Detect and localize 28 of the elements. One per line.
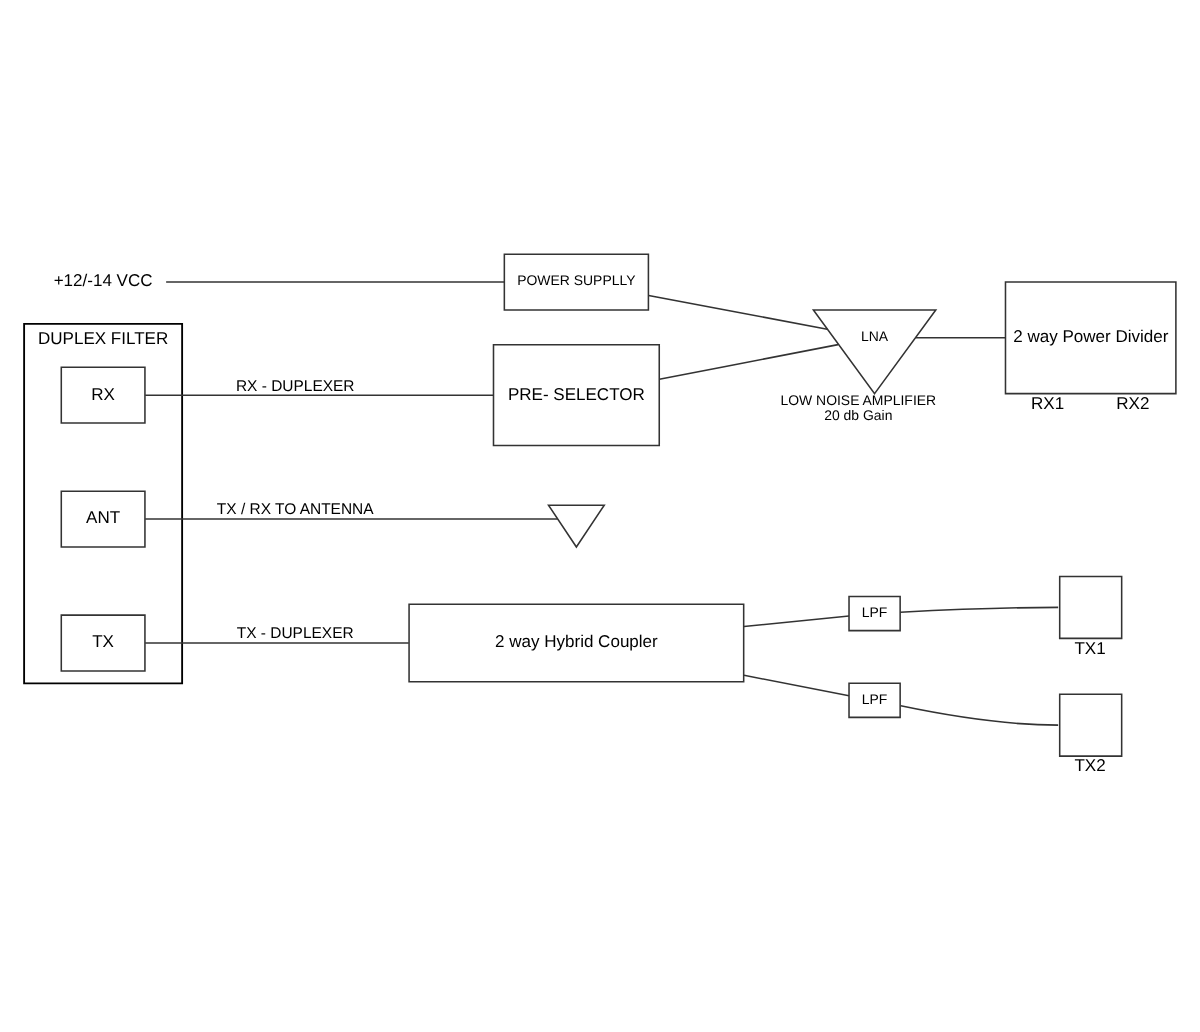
edge-label: TX / RX TO ANTENNA xyxy=(216,500,374,519)
node-box: PRE- SELECTOR xyxy=(492,344,661,447)
node-text: +12/-14 VCC xyxy=(53,270,153,291)
node-label: RX1 xyxy=(1031,392,1065,413)
node-box: RX xyxy=(60,366,146,424)
connector xyxy=(743,615,850,628)
node-label: TX1 xyxy=(1074,637,1106,658)
node-box: 2 way Power Divider xyxy=(1004,281,1177,395)
connector xyxy=(899,705,1059,726)
node-label: TX2 xyxy=(1074,755,1106,776)
node-box xyxy=(1058,575,1123,640)
node-box: ANT xyxy=(60,490,146,548)
node-box: 2 way Hybrid Coupler xyxy=(408,603,745,683)
connector xyxy=(165,281,505,283)
node-box xyxy=(1058,693,1123,757)
edge-label: RX - DUPLEXER xyxy=(235,376,355,395)
connector xyxy=(144,394,495,396)
connector xyxy=(647,294,829,330)
connector xyxy=(915,337,1007,339)
node-triangle xyxy=(547,504,606,549)
edge-label: TX - DUPLEXER xyxy=(236,624,354,643)
connector xyxy=(899,606,1059,614)
connector xyxy=(658,343,839,381)
node-box: TX xyxy=(60,614,146,672)
connector xyxy=(144,642,410,644)
connector xyxy=(743,674,850,697)
node-label: RX2 xyxy=(1116,392,1150,413)
connector xyxy=(144,518,559,520)
